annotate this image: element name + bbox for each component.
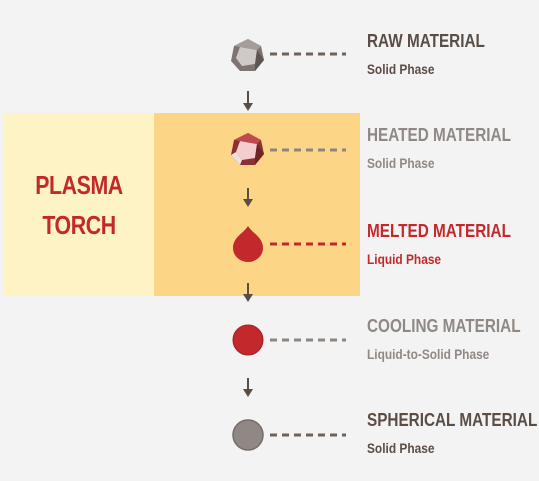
step-title: COOLING MATERIAL [367, 316, 521, 336]
step-phase: Solid Phase [367, 440, 435, 456]
plasma-torch-label: PLASMA TORCH [18, 165, 141, 245]
step-title: SPHERICAL MATERIAL [367, 410, 538, 430]
step-melted-material: MELTED MATERIAL Liquid Phase [367, 221, 536, 268]
step-title: HEATED MATERIAL [367, 125, 511, 145]
step-title: MELTED MATERIAL [367, 221, 511, 241]
step-cooling-material: COOLING MATERIAL Liquid-to-Solid Phase [367, 316, 539, 363]
cooling-sphere-icon [232, 324, 264, 356]
melted-droplet-icon [233, 226, 263, 262]
down-arrow-icon [243, 91, 253, 111]
step-title: RAW MATERIAL [367, 31, 485, 51]
down-arrow-icon [243, 283, 253, 302]
plasma-torch-label-line1: PLASMA [35, 170, 123, 200]
step-heated-material: HEATED MATERIAL Solid Phase [367, 125, 536, 172]
step-phase: Liquid-to-Solid Phase [367, 346, 490, 362]
down-arrow-icon [243, 188, 253, 207]
plasma-torch-zone-outer [4, 113, 154, 296]
step-phase: Solid Phase [367, 155, 435, 171]
down-arrow-icon [243, 378, 253, 397]
heated-material-icon [231, 133, 264, 165]
step-phase: Liquid Phase [367, 251, 442, 267]
step-spherical-material: SPHERICAL MATERIAL Solid Phase [367, 410, 539, 457]
plasma-torch-label-line2: TORCH [42, 210, 116, 240]
step-raw-material: RAW MATERIAL Solid Phase [367, 31, 506, 78]
raw-material-icon [231, 39, 264, 71]
step-phase: Solid Phase [367, 61, 435, 77]
spherical-material-icon [232, 419, 264, 451]
